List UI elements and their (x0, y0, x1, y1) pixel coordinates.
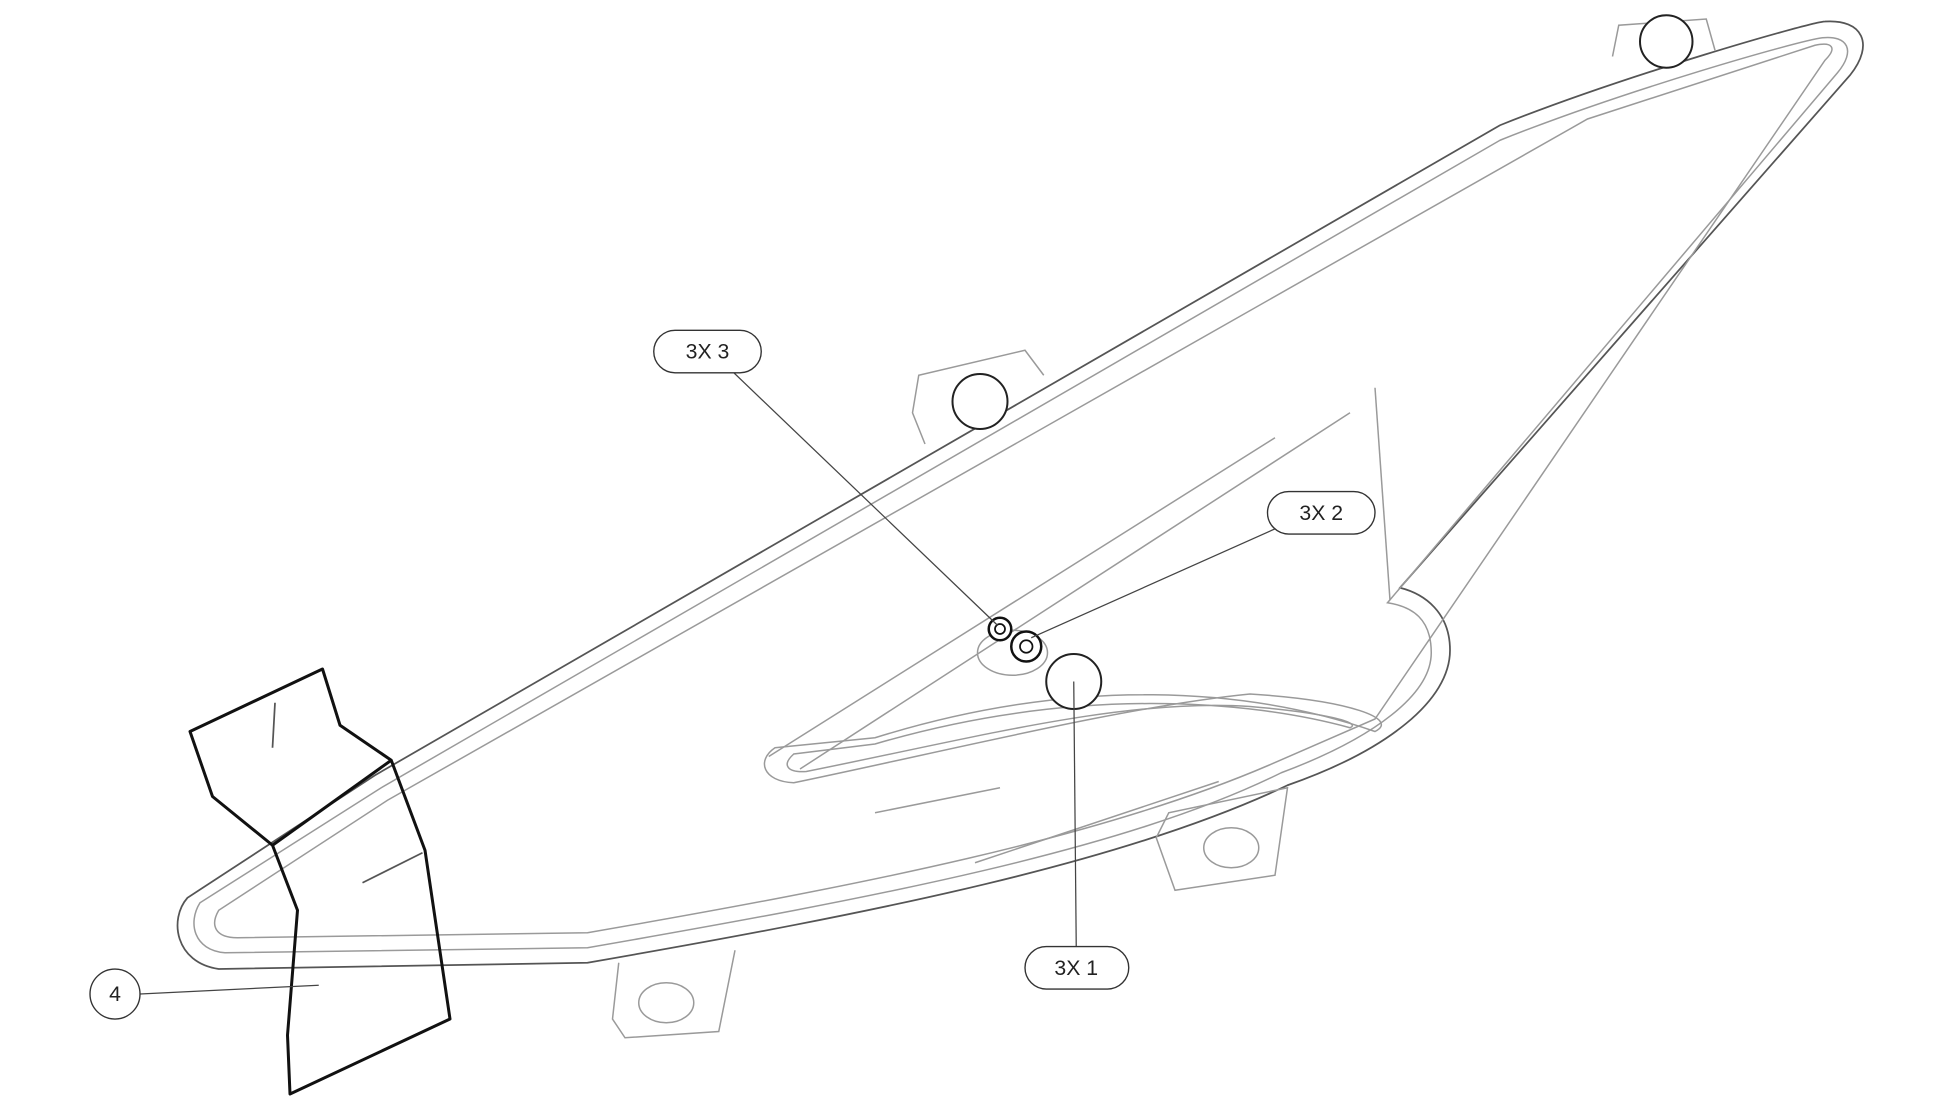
washer-small-hole (994, 623, 1006, 635)
leader-lines (139, 371, 1278, 995)
callout-3x3: 3X 3 (653, 329, 762, 374)
side-panel-body (176, 20, 1864, 970)
bracket-part-4 (188, 667, 452, 1096)
callout-3x2: 3X 2 (1266, 490, 1376, 535)
callout-3x1: 3X 1 (1024, 945, 1130, 990)
fastener-circle-top (1639, 14, 1694, 69)
washer-large-hole (1019, 639, 1034, 654)
washer-small (987, 616, 1013, 642)
fasteners (951, 14, 1694, 710)
callout-label: 4 (109, 982, 121, 1006)
callout-label: 3X 3 (686, 340, 730, 364)
callout-label: 3X 1 (1054, 956, 1098, 980)
callout-4: 4 (89, 968, 141, 1020)
fastener-circle-mid (951, 373, 1009, 430)
washer-large (1010, 630, 1043, 663)
mounting-tabs (611, 18, 1716, 1039)
callout-label: 3X 2 (1299, 501, 1343, 525)
